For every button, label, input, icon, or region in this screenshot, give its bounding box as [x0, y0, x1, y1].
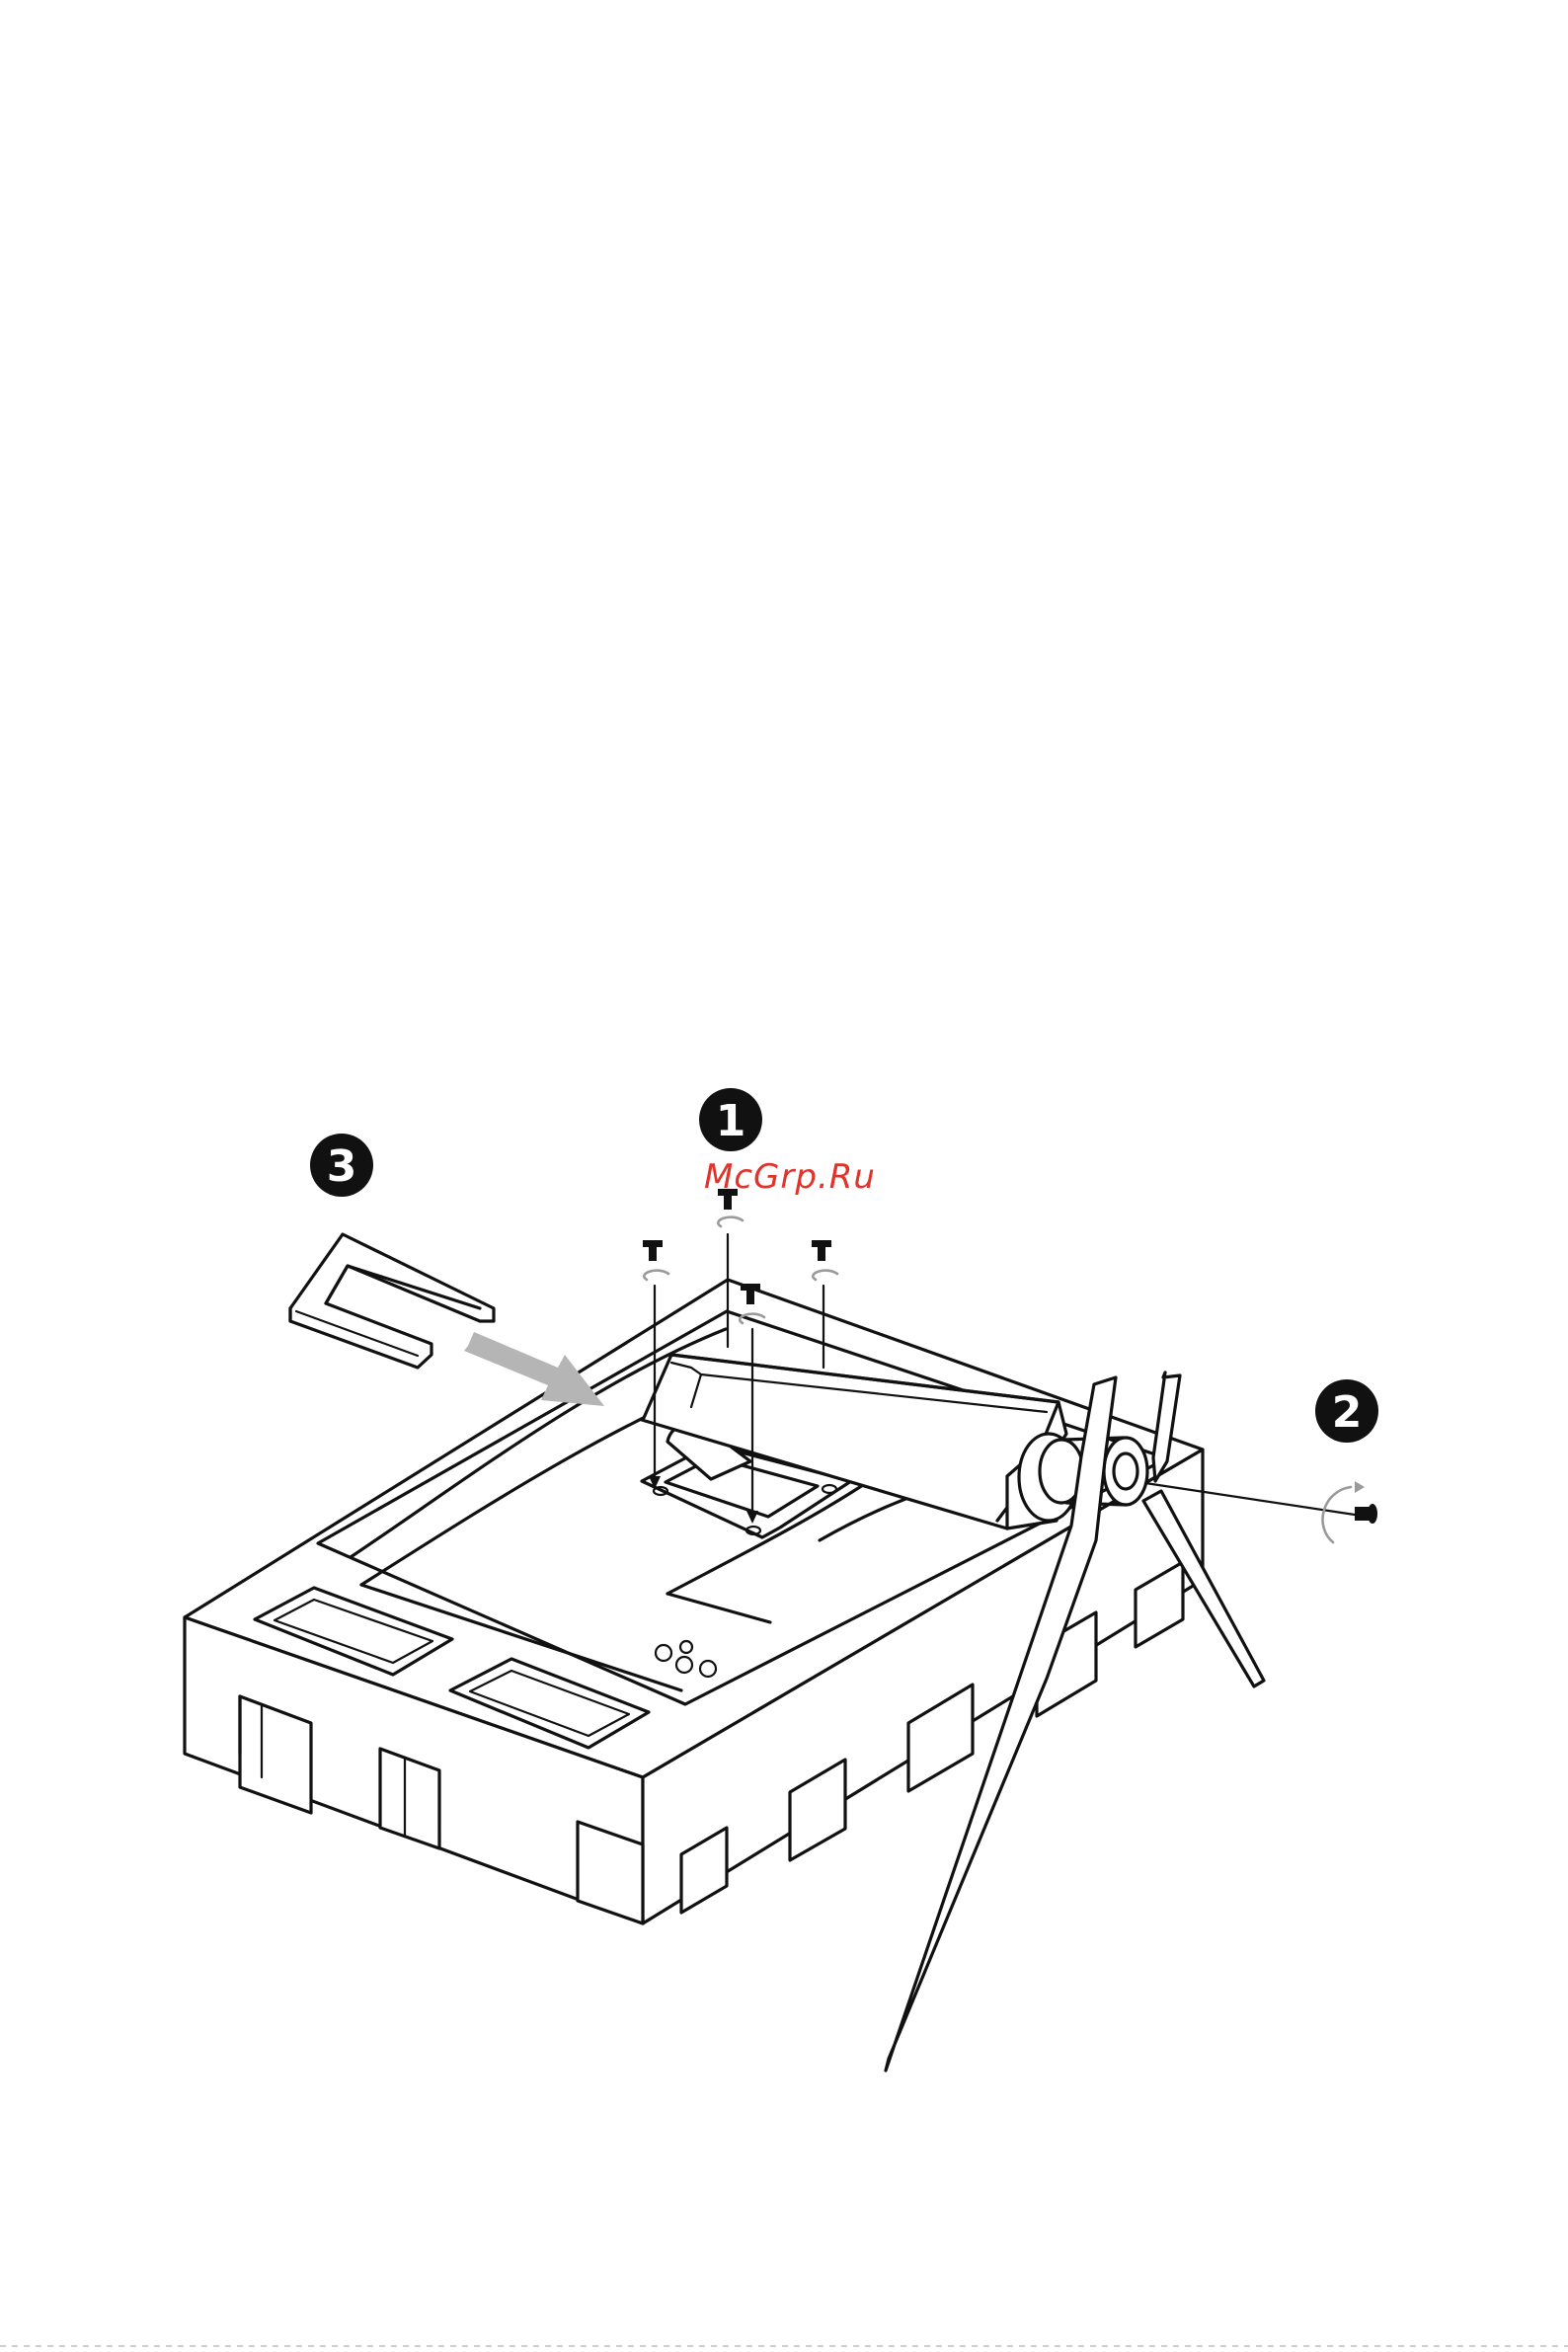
u-bracket — [290, 1234, 494, 1368]
rotate-arrow-icon — [718, 1217, 743, 1226]
screw-icon — [643, 1240, 663, 1261]
rotate-arrow-icon — [1323, 1487, 1351, 1542]
step-badge-2: 2 — [1315, 1379, 1378, 1443]
rotate-arrow-icon — [644, 1271, 668, 1280]
svg-text:1: 1 — [716, 1096, 746, 1146]
step-badge-1: 1 — [699, 1088, 762, 1151]
svg-text:3: 3 — [327, 1141, 357, 1192]
rotate-arrow-icon — [813, 1271, 837, 1280]
step-badge-3: 3 — [310, 1134, 373, 1197]
screw-icon — [1355, 1504, 1377, 1524]
watermark-text: McGrp.Ru — [704, 1157, 876, 1197]
svg-text:2: 2 — [1332, 1387, 1363, 1438]
screw-icon — [812, 1240, 831, 1261]
